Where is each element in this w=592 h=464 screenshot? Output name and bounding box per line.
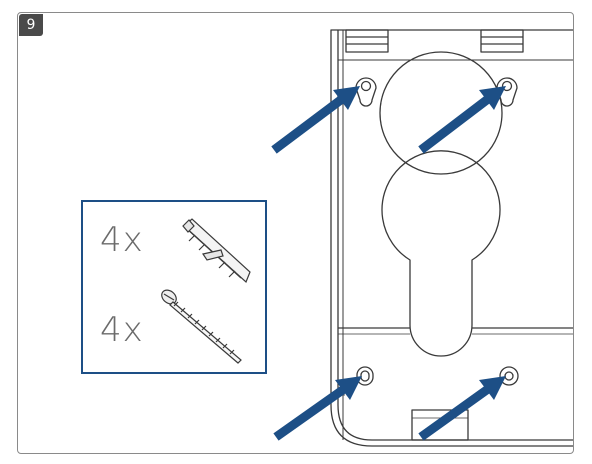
screw-slot-bottom-left [356,366,374,386]
device-inner-edge [337,30,573,441]
arrow-top-left [271,86,360,154]
wall-plug-icon [182,218,251,284]
screw-slot-top-left [355,77,377,107]
wall-plug-quantity: 4x [100,220,144,260]
screw-icon [161,289,242,364]
bottom-tab [411,409,469,441]
arrow-bottom-left [273,376,362,441]
cable-opening-top [379,51,503,175]
keyhole-opening [381,150,501,357]
screw-slot-bottom-right [499,366,519,386]
device-backplate [330,29,573,447]
arrow-bottom-right [418,376,506,441]
step-number-badge: 9 [19,14,43,36]
top-latch-left [345,29,389,53]
arrow-top-right [418,86,506,154]
top-latch-right [480,29,524,53]
screw-slot-top-right [496,77,518,107]
parts-box: 4x 4x [81,200,267,374]
instruction-frame [17,12,574,454]
screw-quantity: 4x [100,310,144,350]
